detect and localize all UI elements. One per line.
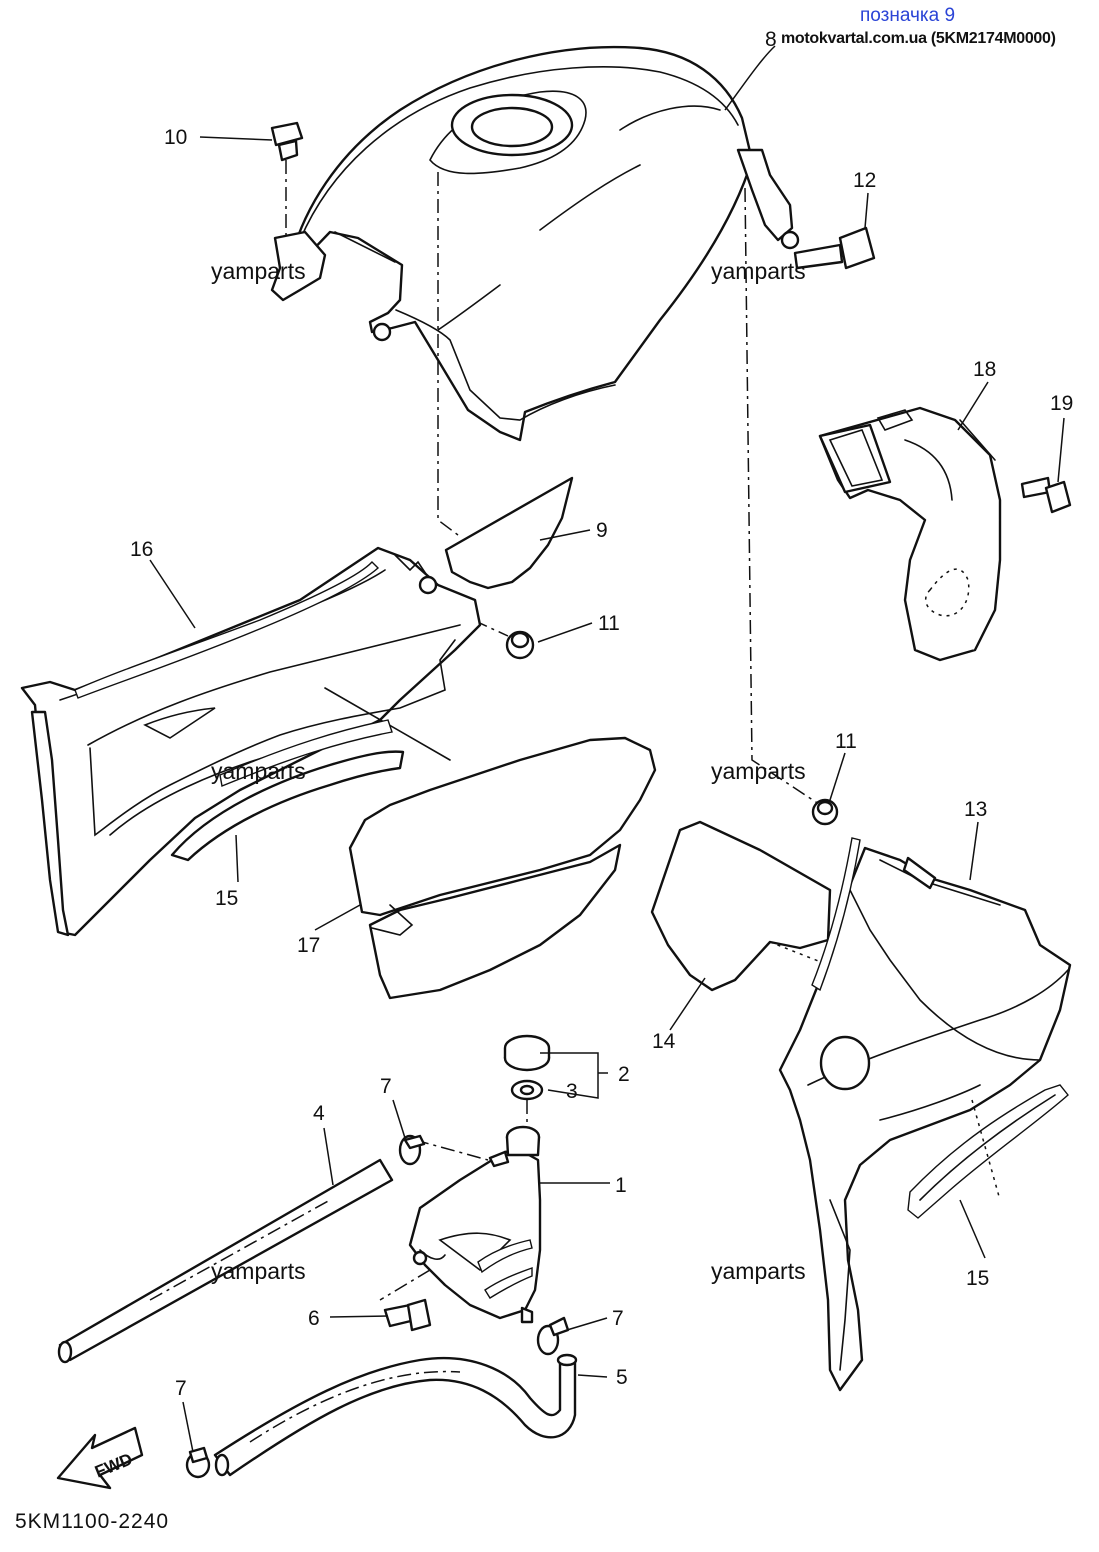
trim-strip-15-left	[170, 750, 405, 862]
clamp-7-lower	[185, 1446, 211, 1479]
bolt-6	[383, 1298, 432, 1332]
callout-19: 19	[1050, 392, 1073, 415]
callout-4: 4	[313, 1102, 325, 1125]
cap-2	[503, 1034, 551, 1072]
reservoir-tank-1	[408, 1125, 542, 1324]
leader-lines	[149, 45, 1065, 1453]
watermark: yamparts	[711, 758, 806, 784]
callout-13: 13	[964, 798, 987, 821]
bolt-19	[1020, 476, 1072, 514]
watermark: yamparts	[211, 758, 306, 784]
callout-3: 3	[566, 1080, 578, 1103]
bolt-12	[780, 226, 876, 270]
decal-17	[348, 736, 657, 1000]
callout-16: 16	[130, 538, 153, 561]
washer-3	[510, 1079, 544, 1101]
callout-15-left: 15	[215, 887, 238, 910]
callout-2: 2	[618, 1063, 630, 1086]
pad-9	[444, 476, 574, 590]
callout-8: 8	[765, 28, 777, 51]
decal-14	[650, 820, 832, 992]
fuel-tank-cover	[270, 45, 794, 442]
hose-4	[57, 1158, 394, 1364]
header-title: позначка 9	[860, 5, 956, 26]
header-source: motokvartal.com.ua (5KM2174M0000)	[781, 30, 1056, 47]
air-duct-18	[818, 406, 1002, 662]
callout-11-lower: 11	[835, 730, 857, 753]
callout-6: 6	[308, 1307, 320, 1330]
grommet-11-lower	[811, 798, 839, 826]
callout-15-right: 15	[966, 1267, 989, 1290]
watermark: yamparts	[211, 258, 306, 284]
callout-14: 14	[652, 1030, 676, 1053]
callout-5: 5	[616, 1366, 628, 1389]
drawing-code: 5KM1100-2240	[15, 1510, 170, 1533]
bolt-10	[270, 121, 304, 162]
watermark: yamparts	[211, 1258, 306, 1284]
callout-7-upper: 7	[380, 1075, 392, 1098]
callout-7-middle: 7	[612, 1307, 624, 1330]
callout-9: 9	[596, 519, 608, 542]
callout-18: 18	[973, 358, 996, 381]
callout-11-upper: 11	[598, 612, 620, 635]
trim-strip-15-right	[907, 1084, 1069, 1219]
grommet-11-upper	[505, 630, 535, 660]
clamp-7-middle	[536, 1316, 570, 1356]
watermark: yamparts	[711, 1258, 806, 1284]
clamp-7-upper	[398, 1134, 426, 1166]
callout-10: 10	[164, 126, 187, 149]
callout-17: 17	[297, 934, 320, 957]
callout-7-lower: 7	[175, 1377, 187, 1400]
watermark: yamparts	[711, 258, 806, 284]
callout-numbers: 8 10 12 18 19 9 16 11 11 13 15 17 14 2 3…	[130, 28, 1073, 1400]
hose-5	[213, 1353, 578, 1477]
fwd-arrow-icon: FWD	[56, 1426, 144, 1490]
callout-12: 12	[853, 169, 876, 192]
right-side-cover-13	[778, 837, 1072, 1392]
callout-1: 1	[615, 1174, 627, 1197]
left-side-cover-16	[20, 546, 482, 937]
